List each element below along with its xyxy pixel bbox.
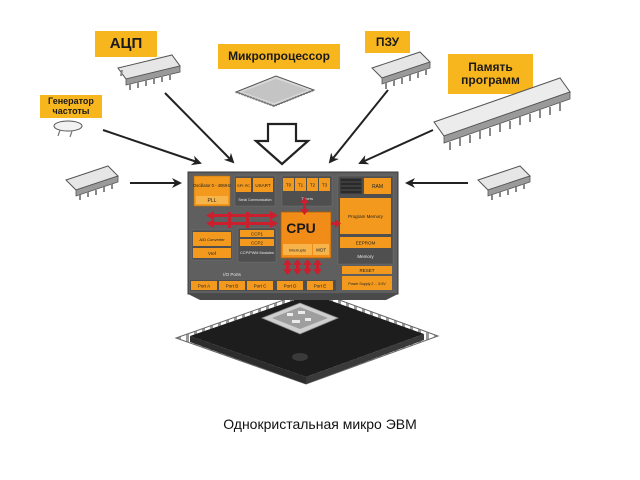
adc-chip-icon bbox=[117, 54, 181, 90]
chip-port-d: Port D bbox=[284, 284, 298, 289]
bus-arrows bbox=[206, 197, 341, 275]
rom-chip-icon bbox=[371, 51, 431, 89]
chip-power: Power Supply 2 ... 5.5V bbox=[348, 282, 386, 286]
chip-port-e: Port E bbox=[314, 284, 327, 289]
chip-adc: A/D Converter bbox=[199, 237, 225, 242]
chip-wdt: WDT bbox=[316, 248, 326, 253]
label-program-memory: Память программ bbox=[448, 54, 533, 94]
chip-port-b: Port B bbox=[226, 284, 239, 289]
microprocessor-chip-icon bbox=[234, 75, 316, 108]
chip-port-c: Port C bbox=[254, 284, 268, 289]
left-dip-chip-icon bbox=[65, 165, 119, 200]
chip-eeprom: EEPROM bbox=[356, 241, 376, 246]
label-microprocessor: Микропроцессор bbox=[218, 44, 340, 69]
caption: Однокристальная микро ЭВМ bbox=[223, 416, 417, 432]
label-rom: ПЗУ bbox=[365, 31, 410, 53]
chip-interrupts: Interrupts bbox=[289, 248, 306, 253]
chip-t0: T0 bbox=[286, 183, 292, 188]
chip-t1: T1 bbox=[298, 183, 304, 188]
chip-vref: Vref bbox=[208, 251, 217, 256]
chip-spi: SPI I²C bbox=[237, 183, 250, 188]
program-memory-chip-icon bbox=[433, 77, 571, 150]
chip-io-ports: I/O Ports bbox=[223, 272, 242, 277]
label-adc: АЦП bbox=[95, 31, 157, 57]
chip-ccp1: CCP1 bbox=[251, 232, 264, 237]
chip-memory: Memory bbox=[357, 254, 374, 259]
chip-pll: PLL bbox=[208, 198, 217, 204]
big-down-arrow-icon bbox=[253, 122, 311, 166]
chip-t3: T3 bbox=[322, 183, 328, 188]
chip-reset: RESET bbox=[359, 268, 374, 273]
qfp-package bbox=[174, 289, 440, 385]
chip-usart: USART bbox=[255, 183, 270, 188]
label-generator: Генератор частоты bbox=[40, 95, 102, 118]
chip-ccp2: CCP2 bbox=[251, 241, 264, 246]
chip-program-memory: Program Memory bbox=[348, 214, 384, 219]
chip-t2: T2 bbox=[310, 183, 316, 188]
chip-serial: Serial Communication bbox=[238, 198, 271, 202]
right-dip-chip-icon bbox=[477, 165, 531, 200]
chip-ram: RAM bbox=[372, 184, 383, 190]
arrows bbox=[102, 89, 468, 188]
chip-port-a: Port A bbox=[198, 284, 210, 289]
chip-panel: Oscillator 0 - 40MHz PLL SPI I²C USART S… bbox=[187, 171, 399, 300]
chip-ccp-pwm: CCP/PWM Modules bbox=[240, 251, 274, 255]
chip-oscillator: Oscillator 0 - 40MHz bbox=[193, 183, 231, 188]
chip-timers: Timers bbox=[301, 196, 313, 201]
chip-cpu: CPU bbox=[286, 220, 316, 236]
crystal-icon bbox=[53, 120, 83, 138]
